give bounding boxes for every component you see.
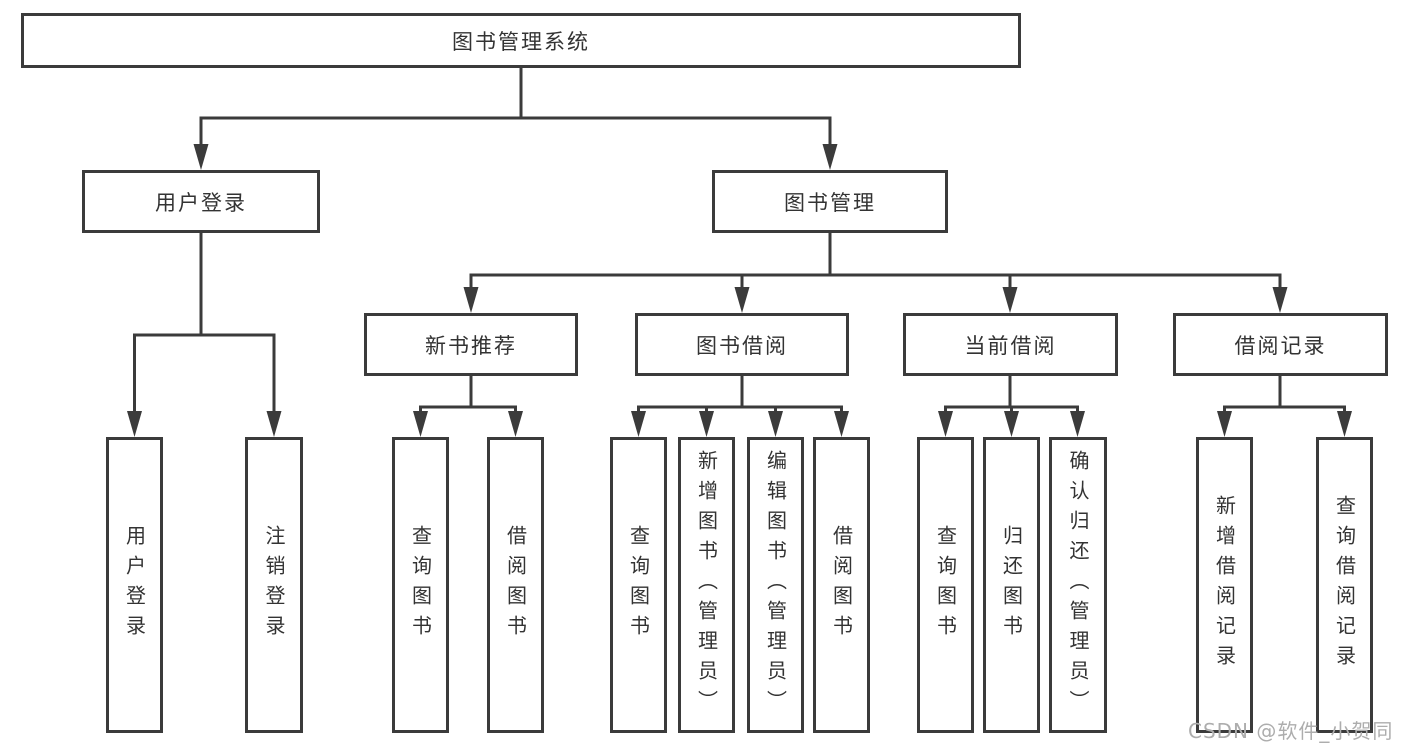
node-user-login: 用户登录 (82, 170, 320, 233)
node-borrow-records: 借阅记录 (1173, 313, 1388, 376)
leaf-add-book-admin: 新增图书（管理员） (678, 437, 735, 733)
leaf-recommend-query-book: 查询图书 (392, 437, 449, 733)
leaf-borrow-book: 借阅图书 (813, 437, 870, 733)
leaf-user-login: 用户登录 (106, 437, 163, 733)
node-book-management: 图书管理 (712, 170, 948, 233)
node-current-borrow: 当前借阅 (903, 313, 1118, 376)
node-new-book-recommend: 新书推荐 (364, 313, 578, 376)
leaf-logout-login: 注销登录 (245, 437, 303, 733)
leaf-query-borrow-record: 查询借阅记录 (1316, 437, 1373, 733)
leaf-borrow-query-book: 查询图书 (610, 437, 667, 733)
node-library-management-system: 图书管理系统 (21, 13, 1021, 68)
node-book-borrow: 图书借阅 (635, 313, 849, 376)
csdn-watermark: CSDN @软件_小贺同学 (1188, 719, 1394, 743)
leaf-return-book: 归还图书 (983, 437, 1040, 733)
leaf-edit-book-admin: 编辑图书（管理员） (747, 437, 804, 733)
leaf-add-borrow-record: 新增借阅记录 (1196, 437, 1253, 733)
leaf-current-query-book: 查询图书 (917, 437, 974, 733)
leaf-confirm-return-admin: 确认归还（管理员） (1049, 437, 1107, 733)
arrowheads (127, 144, 1352, 437)
leaf-recommend-borrow-book: 借阅图书 (487, 437, 544, 733)
